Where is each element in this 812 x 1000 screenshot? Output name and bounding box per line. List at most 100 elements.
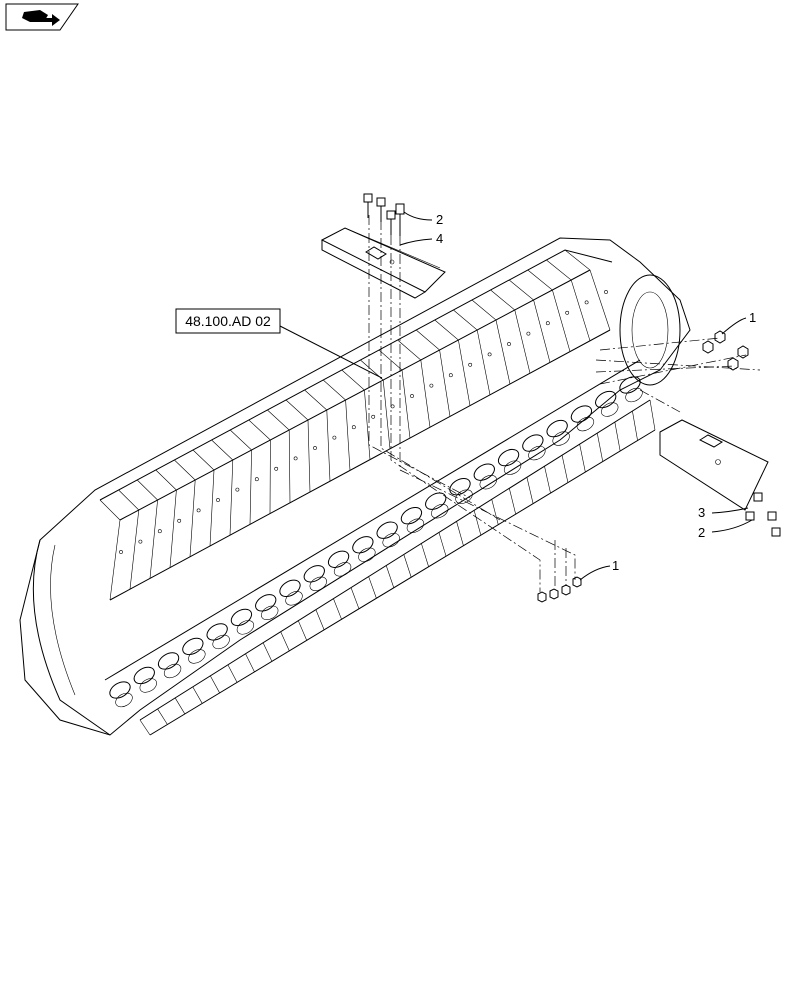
nut-set-right — [702, 330, 749, 371]
track-shoe — [285, 399, 311, 493]
track-shoe-segments — [99, 249, 656, 736]
track-roller — [182, 637, 204, 656]
track-link — [528, 445, 546, 461]
track-shoe-lower — [526, 477, 534, 504]
track-roller — [376, 521, 398, 539]
track-shoe-lower — [403, 554, 412, 578]
track-roller — [109, 681, 131, 699]
callout-right-2[interactable]: 2 — [698, 519, 753, 540]
shoe-bolt-hole — [157, 529, 162, 534]
track-shoe — [378, 349, 411, 439]
track-shoe — [323, 379, 351, 471]
track-roller — [546, 419, 568, 438]
shoe-bolt-hole — [332, 435, 337, 440]
callout-top-4[interactable]: 4 — [399, 231, 443, 246]
nut-set-bottom — [537, 576, 582, 603]
track-shoe — [360, 359, 391, 449]
track-shoe-lower — [139, 719, 151, 736]
track-shoe-lower — [315, 609, 325, 630]
track-shoe-lower — [350, 587, 360, 609]
callout-top-2[interactable]: 2 — [403, 211, 443, 227]
track-roller — [255, 594, 277, 612]
track-link — [115, 692, 133, 708]
track-shoe — [509, 279, 551, 363]
track-shoe — [397, 339, 431, 428]
track-link — [382, 533, 400, 548]
track-link — [479, 474, 497, 490]
track-roller — [230, 608, 253, 627]
callout-right-3[interactable]: 3 — [698, 505, 749, 520]
track-link — [188, 649, 206, 664]
track-shoe-lower — [227, 664, 238, 683]
shoe-bolt-hole — [604, 290, 608, 294]
callout-number: 2 — [698, 525, 705, 540]
shoe-bolt-hole — [293, 456, 298, 461]
track-shoe-lower — [280, 631, 290, 651]
book-arrow-icon[interactable] — [5, 3, 79, 31]
callout-right-1[interactable]: 1 — [721, 310, 756, 335]
track-link — [625, 387, 643, 403]
track-link — [309, 576, 327, 591]
track-link — [455, 489, 473, 504]
shoe-bolt-hole — [235, 487, 240, 492]
track-link — [163, 663, 182, 679]
reference-box[interactable]: 48.100.AD 02 — [175, 308, 383, 379]
callout-number: 2 — [436, 212, 443, 227]
track-shoe — [155, 469, 177, 568]
track-shoe-lower — [561, 455, 569, 483]
shoe-plate-top — [320, 227, 446, 299]
track-shoe — [546, 259, 591, 341]
track-link — [212, 634, 230, 650]
track-shoe-lower — [579, 444, 586, 473]
track-shoe-lower — [157, 708, 168, 725]
shoe-bolt-hole — [565, 310, 570, 315]
track-shoe-lower — [596, 433, 604, 462]
shoe-bolt-hole — [177, 518, 182, 523]
track-shoe — [192, 449, 215, 547]
track-link — [139, 678, 157, 693]
track-shoe — [471, 299, 511, 385]
bolt-set-right — [745, 492, 781, 537]
track-roller — [473, 463, 495, 481]
shoe-bolt-hole — [507, 342, 511, 346]
track-shoe — [453, 309, 491, 395]
track-shoe — [248, 419, 271, 514]
shoe-bolt-hole — [138, 539, 143, 544]
track-link — [261, 605, 279, 621]
track-link — [358, 547, 376, 562]
track-shoe-lower — [245, 653, 255, 673]
shoe-bolt-hole — [410, 394, 414, 398]
track-shoe — [416, 329, 451, 417]
reference-label: 48.100.AD 02 — [185, 313, 271, 329]
track-shoe-lower — [385, 565, 395, 588]
track-shoe-lower — [174, 697, 186, 715]
track-shoe-lower — [473, 510, 482, 536]
shoe-bolt-hole — [429, 383, 434, 388]
track-roller — [206, 623, 228, 641]
track-shoe — [99, 499, 121, 601]
shoe-plate-right — [659, 419, 769, 511]
track-shoe-lower — [210, 675, 220, 694]
callout-number: 1 — [612, 558, 619, 573]
track-shoe — [211, 439, 234, 536]
shoe-bolt-hole — [274, 466, 279, 471]
shoe-bolt-hole — [584, 300, 589, 305]
track-shoe-lower — [368, 576, 377, 599]
shoe-bolt-hole — [313, 446, 317, 450]
track-roller — [449, 477, 471, 496]
track-shoe-lower — [333, 598, 342, 620]
callout-bottom-1[interactable]: 1 — [579, 558, 619, 581]
track-shoe-lower — [262, 642, 273, 662]
track-link — [431, 504, 449, 519]
track-shoe — [229, 429, 252, 525]
track-shoe — [564, 249, 611, 331]
track-roller — [570, 405, 593, 423]
shoe-bolt-hole — [390, 404, 395, 409]
track-link — [503, 460, 522, 475]
bolt-set-top — [363, 193, 405, 236]
track-roller — [303, 565, 325, 583]
track-shoe — [490, 289, 531, 374]
track-shoe-lower — [456, 521, 464, 546]
track-roller — [279, 579, 301, 598]
shoe-bolt-hole — [526, 331, 531, 336]
